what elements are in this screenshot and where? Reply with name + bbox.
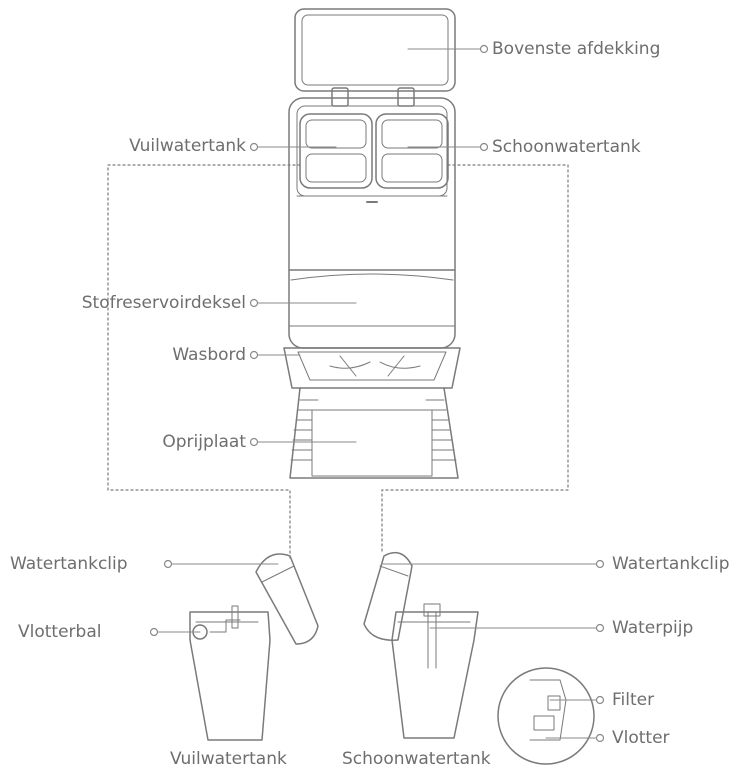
caption-clean-tank: Schoonwatertank xyxy=(342,749,491,769)
dirty-water-tank xyxy=(189,553,319,741)
station-body xyxy=(288,97,456,349)
ramp xyxy=(289,387,459,479)
washboard xyxy=(283,347,461,389)
leader-lines xyxy=(157,48,597,739)
leader-dots xyxy=(149,44,605,743)
top-cover xyxy=(294,8,456,107)
caption-dirty-tank: Vuilwatertank xyxy=(170,749,287,769)
label-clip-left: Watertankclip xyxy=(10,554,128,574)
label-dirty-tank-top: Vuilwatertank xyxy=(129,136,246,156)
label-top-cover: Bovenste afdekking xyxy=(492,39,661,59)
label-ramp: Oprijplaat xyxy=(162,432,246,452)
label-float-ball: Vlotterbal xyxy=(18,622,102,642)
label-water-pipe: Waterpijp xyxy=(612,618,694,638)
label-filter: Filter xyxy=(612,690,655,710)
label-washboard: Wasbord xyxy=(172,345,246,365)
label-float: Vlotter xyxy=(612,728,670,748)
label-dust-cover: Stofreservoirdeksel xyxy=(81,293,246,313)
label-clean-tank-top: Schoonwatertank xyxy=(492,137,641,157)
clean-water-tank xyxy=(363,551,595,765)
label-clip-right: Watertankclip xyxy=(612,554,730,574)
dotted-connector xyxy=(107,164,569,561)
